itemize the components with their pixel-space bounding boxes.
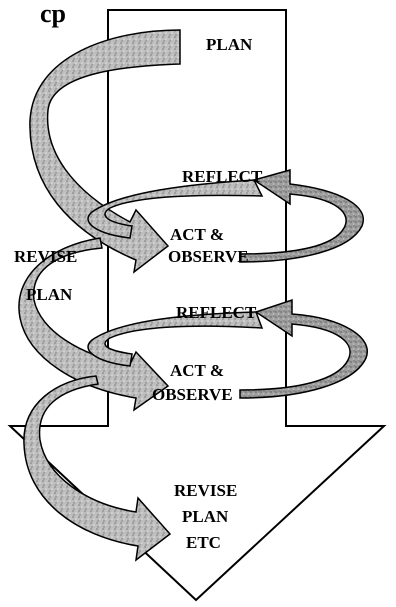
label-act-2-line2: OBSERVE [152, 385, 233, 404]
label-act-1-line1: ACT & [170, 225, 224, 244]
label-act-1-line2: OBSERVE [168, 247, 249, 266]
label-reflect-1: REFLECT [182, 167, 263, 186]
label-revise-line2: PLAN [26, 285, 73, 304]
label-final-line1: REVISE [174, 481, 237, 500]
label-revise-line1: REVISE [14, 247, 77, 266]
heading-fragment: cp [40, 0, 66, 28]
label-act-2-line1: ACT & [170, 361, 224, 380]
label-plan: PLAN [206, 35, 253, 54]
label-final-line3: ETC [186, 533, 221, 552]
label-final-line2: PLAN [182, 507, 229, 526]
label-reflect-2: REFLECT [176, 303, 257, 322]
